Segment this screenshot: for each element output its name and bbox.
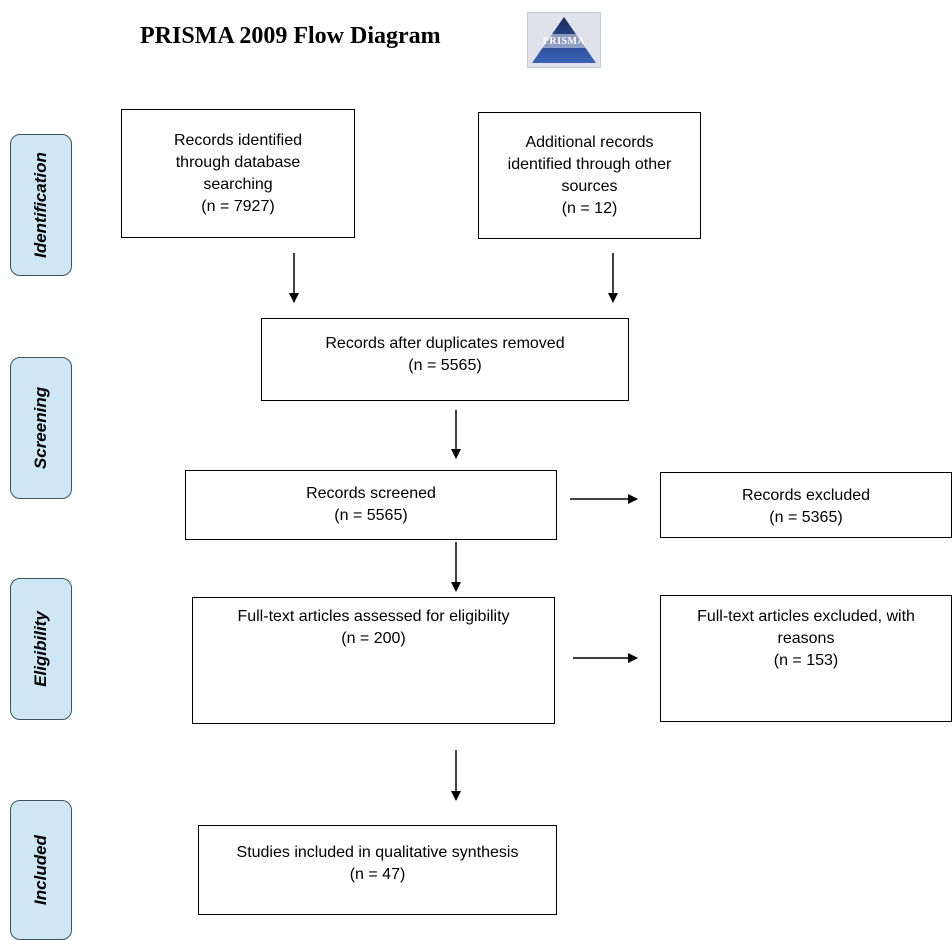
- other-sources-line-3: sources: [561, 177, 618, 195]
- prisma-logo-text: PRISMA: [543, 36, 586, 47]
- duplicates-removed-count: (n = 5565): [408, 357, 482, 374]
- database-search-count: (n = 7927): [201, 197, 275, 215]
- fulltext-excluded-count: (n = 153): [773, 652, 839, 669]
- records-screened-box: Records screened (n = 5565): [185, 470, 557, 540]
- prisma-logo: PRISMA: [527, 12, 601, 68]
- stage-eligibility: Eligibility: [10, 578, 72, 720]
- duplicates-removed-label: Records after duplicates removed: [325, 335, 565, 352]
- other-sources-box: Additional records identified through ot…: [478, 112, 701, 239]
- fulltext-excluded-box: Full-text articles excluded, with reason…: [660, 595, 952, 722]
- studies-included-box: Studies included in qualitative synthesi…: [198, 825, 557, 915]
- fulltext-excluded-line-1: Full-text articles excluded, with: [697, 608, 915, 625]
- database-search-box: Records identified through database sear…: [121, 109, 355, 238]
- stage-identification: Identification: [10, 134, 72, 276]
- records-screened-label: Records screened: [306, 485, 436, 502]
- duplicates-removed-box: Records after duplicates removed (n = 55…: [261, 318, 629, 401]
- fulltext-excluded-line-2: reasons: [777, 630, 835, 647]
- eligibility-label: Full-text articles assessed for eligibil…: [237, 608, 510, 625]
- stage-included: Included: [10, 800, 72, 940]
- records-excluded-count: (n = 5365): [769, 509, 843, 526]
- eligibility-box: Full-text articles assessed for eligibil…: [192, 597, 555, 724]
- eligibility-count: (n = 200): [341, 630, 406, 647]
- records-screened-count: (n = 5565): [334, 507, 408, 524]
- database-search-line-2: through database: [175, 153, 301, 171]
- database-search-line-3: searching: [203, 175, 273, 193]
- studies-included-label: Studies included in qualitative synthesi…: [236, 844, 519, 861]
- other-sources-line-1: Additional records: [525, 133, 654, 151]
- other-sources-line-2: identified through other: [507, 155, 672, 173]
- records-excluded-label: Records excluded: [741, 487, 871, 504]
- database-search-line-1: Records identified: [173, 131, 303, 149]
- diagram-title: PRISMA 2009 Flow Diagram: [140, 23, 441, 49]
- other-sources-count: (n = 12): [561, 199, 618, 217]
- studies-included-count: (n = 47): [349, 866, 406, 883]
- stage-screening: Screening: [10, 357, 72, 499]
- records-excluded-box: Records excluded (n = 5365): [660, 472, 952, 538]
